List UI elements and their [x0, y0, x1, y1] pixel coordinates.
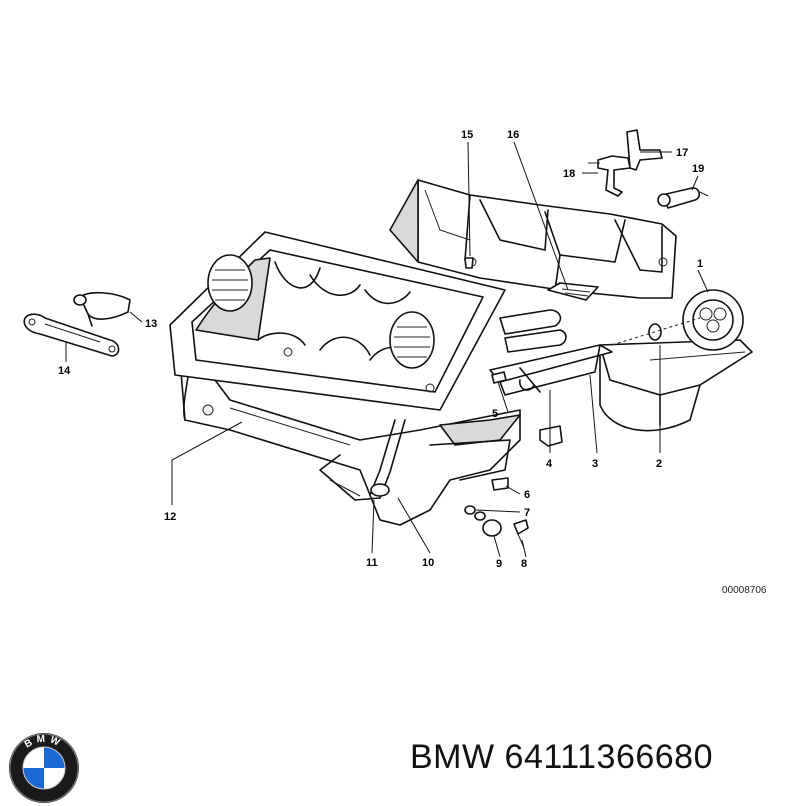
callout-11: 11 — [366, 557, 378, 569]
callout-1: 1 — [697, 258, 703, 270]
callout-7: 7 — [524, 507, 530, 519]
callout-18: 18 — [563, 168, 575, 180]
callout-8: 8 — [521, 558, 527, 570]
callout-13: 13 — [145, 318, 157, 330]
main-heater-housing-illustration — [169, 231, 613, 526]
callout-9: 9 — [496, 558, 502, 570]
part-number-caption: BMW 64111366680 — [410, 738, 713, 776]
blower-housing-illustration — [599, 289, 753, 432]
leader-lines — [65, 141, 709, 558]
callout-2: 2 — [656, 458, 662, 470]
callout-4: 4 — [546, 458, 553, 470]
callout-labels: 1 2 3 4 5 6 7 8 9 10 11 12 13 14 15 16 1… — [58, 129, 767, 596]
bmw-roundel-icon: BMW — [9, 733, 79, 803]
callout-15: 15 — [461, 129, 473, 141]
small-parts-illustration — [23, 129, 709, 549]
callout-19: 19 — [692, 163, 704, 175]
callout-3: 3 — [592, 458, 598, 470]
callout-5: 5 — [492, 408, 498, 420]
callout-12: 12 — [164, 511, 176, 523]
callout-14: 14 — [58, 365, 71, 377]
callout-17: 17 — [676, 147, 688, 159]
callout-16: 16 — [507, 129, 519, 141]
callout-6: 6 — [524, 489, 530, 501]
rear-housing-illustration — [389, 179, 677, 301]
reference-number: 00008706 — [722, 585, 767, 596]
callout-10: 10 — [422, 557, 434, 569]
